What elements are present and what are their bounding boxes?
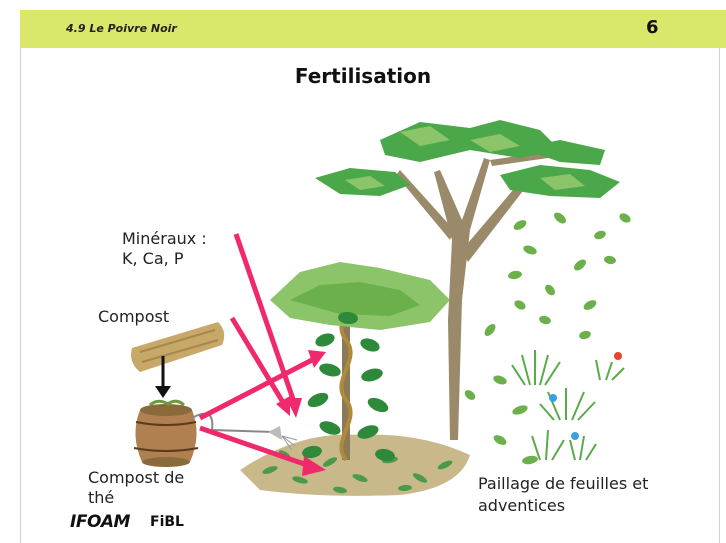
compost-tea-label-line2: thé bbox=[88, 488, 114, 508]
minerals-label: Minéraux : bbox=[122, 229, 207, 249]
weeds bbox=[512, 350, 624, 460]
falling-leaves bbox=[463, 210, 632, 465]
pepper-vine bbox=[270, 262, 450, 463]
minerals-list: K, Ca, P bbox=[122, 249, 183, 269]
fibl-logo: FiBL bbox=[150, 514, 184, 530]
compost-label: Compost bbox=[98, 307, 169, 327]
mulch-label: Paillage de feuilles et bbox=[478, 474, 648, 494]
mulch-pile bbox=[240, 434, 470, 495]
mulch-label-line2: adventices bbox=[478, 496, 565, 516]
compost-bag bbox=[131, 322, 224, 398]
ifoam-logo: IFOAM bbox=[70, 512, 130, 532]
compost-tea-label: Compost de bbox=[88, 468, 184, 488]
